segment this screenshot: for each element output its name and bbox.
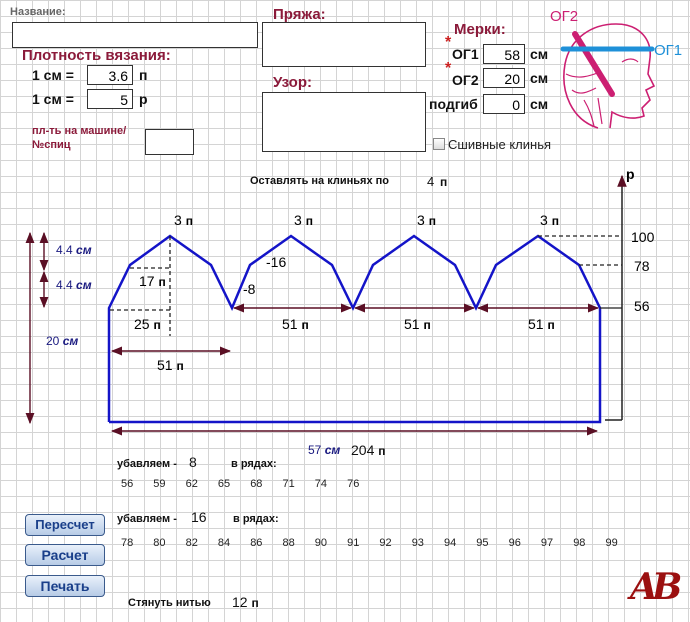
- total-cm-label: 57 см: [308, 443, 341, 457]
- leave-value: 4: [427, 174, 435, 189]
- wedge-outline: [107, 234, 602, 424]
- decrease2-row-11: 95: [476, 537, 489, 549]
- decrease2-rows-label: в рядах:: [233, 513, 279, 525]
- machine-density-label-line1: пл-ть на машине/: [32, 125, 127, 137]
- sewn-wedges-label: Сшивные клинья: [448, 137, 552, 152]
- og2-tag: ОГ2: [550, 8, 579, 25]
- decrease2-row-4: 86: [250, 537, 263, 549]
- decrease-large-label: -16: [266, 254, 287, 270]
- peak-label-3: 3 п: [417, 212, 436, 228]
- decrease1-rows-label: в рядах:: [231, 458, 277, 470]
- peak-label-1: 3 п: [174, 212, 193, 228]
- recalc-button[interactable]: Пересчет: [25, 514, 105, 536]
- machine-density-label: пл-ть на машине/ №спиц: [32, 124, 126, 152]
- decrease1-row-3: 65: [217, 478, 231, 490]
- tighten-value: 12 п: [232, 594, 259, 610]
- decrease1-row-1: 59: [153, 478, 166, 490]
- decrease2-row-1: 80: [153, 537, 166, 549]
- peak-label-2: 3 п: [294, 212, 313, 228]
- leave-label: Оставлять на клиньях по: [250, 175, 389, 187]
- dim-44a-label: 4.4 см: [56, 243, 92, 257]
- required-asterisk-2: *: [445, 60, 452, 77]
- print-button[interactable]: Печать: [25, 575, 105, 597]
- decrease1-row-6: 74: [314, 478, 328, 490]
- tighten-label: Стянуть нитью: [128, 597, 211, 609]
- decrease2-row-15: 99: [605, 537, 618, 549]
- og1-input[interactable]: 58: [483, 44, 525, 64]
- decrease1-row-0: 56: [121, 478, 134, 490]
- og1-label: ОГ1: [452, 46, 479, 62]
- stitch-density-input[interactable]: 3.6: [87, 65, 133, 85]
- row-100-label: 100: [631, 229, 655, 245]
- density-row1-label: 1 см =: [32, 67, 74, 83]
- decrease2-row-2: 82: [185, 537, 198, 549]
- row-56-label: 56: [634, 298, 650, 314]
- og1-tag: ОГ1: [654, 42, 683, 59]
- pattern-textarea[interactable]: [262, 92, 426, 152]
- decrease2-row-12: 96: [508, 537, 521, 549]
- og2-label: ОГ2: [452, 72, 479, 88]
- og2-unit: см: [530, 70, 549, 86]
- decrease2-row-5: 88: [282, 537, 295, 549]
- hem-label: подгиб: [429, 96, 478, 112]
- sewn-wedges-checkbox[interactable]: [433, 138, 445, 150]
- og1-unit: см: [530, 46, 549, 62]
- decrease1-row-5: 71: [282, 478, 295, 490]
- left-25-label: 25 п: [134, 316, 161, 332]
- density-title: Плотность вязания:: [22, 47, 171, 64]
- decrease2-row-8: 92: [379, 537, 392, 549]
- decrease1-value: 8: [189, 454, 197, 470]
- pattern-label: Узор:: [273, 74, 312, 91]
- left-17-label: 17 п: [139, 273, 166, 289]
- yarn-textarea[interactable]: [262, 22, 426, 67]
- decrease1-row-7: 76: [347, 478, 360, 490]
- machine-density-label-line2: №спиц: [32, 139, 71, 151]
- decrease2-row-6: 90: [314, 537, 328, 549]
- decrease2-row-14: 98: [573, 537, 586, 549]
- dim-20-label: 20 см: [46, 334, 79, 348]
- decrease2-row-0: 78: [121, 537, 134, 549]
- yarn-label: Пряжа:: [273, 6, 326, 23]
- hem-input[interactable]: 0: [483, 94, 525, 114]
- name-input[interactable]: [12, 22, 258, 48]
- segment-51-label-2: 51 п: [404, 316, 431, 332]
- decrease2-row-7: 91: [347, 537, 360, 549]
- density-row2-label: 1 см =: [32, 91, 74, 107]
- total-stitches-label: 204 п: [351, 442, 386, 458]
- peak-label-4: 3 п: [540, 212, 559, 228]
- decrease1-label: убавляем -: [117, 458, 177, 470]
- decrease2-row-3: 84: [217, 537, 231, 549]
- decrease2-row-10: 94: [444, 537, 457, 549]
- machine-density-input[interactable]: [145, 129, 194, 155]
- segment-51-label-3: 51 п: [528, 316, 555, 332]
- decrease-small-label: -8: [243, 281, 256, 297]
- row-axis-label: р: [626, 166, 635, 182]
- segment-51-label-1: 51 п: [282, 316, 309, 332]
- stitch-density-unit: п: [139, 67, 148, 83]
- author-logo: AB: [630, 566, 682, 608]
- bottom-51-label: 51 п: [157, 357, 184, 373]
- og2-input[interactable]: 20: [483, 68, 525, 88]
- decrease2-row-13: 97: [540, 537, 554, 549]
- decrease2-row-9: 93: [411, 537, 424, 549]
- decrease1-row-2: 62: [185, 478, 198, 490]
- required-asterisk: *: [445, 34, 452, 51]
- decrease2-label: убавляем -: [117, 513, 177, 525]
- decrease2-value: 16: [191, 509, 207, 525]
- leave-unit: п: [440, 175, 448, 189]
- name-label: Название:: [10, 6, 66, 18]
- row-density-input[interactable]: 5: [87, 89, 133, 109]
- row-78-label: 78: [634, 258, 650, 274]
- dim-44b-label: 4.4 см: [56, 278, 92, 292]
- hem-unit: см: [530, 96, 549, 112]
- decrease1-row-4: 68: [250, 478, 263, 490]
- calc-button[interactable]: Расчет: [25, 544, 105, 566]
- measurements-title: Мерки:: [454, 21, 506, 38]
- row-density-unit: р: [139, 91, 148, 107]
